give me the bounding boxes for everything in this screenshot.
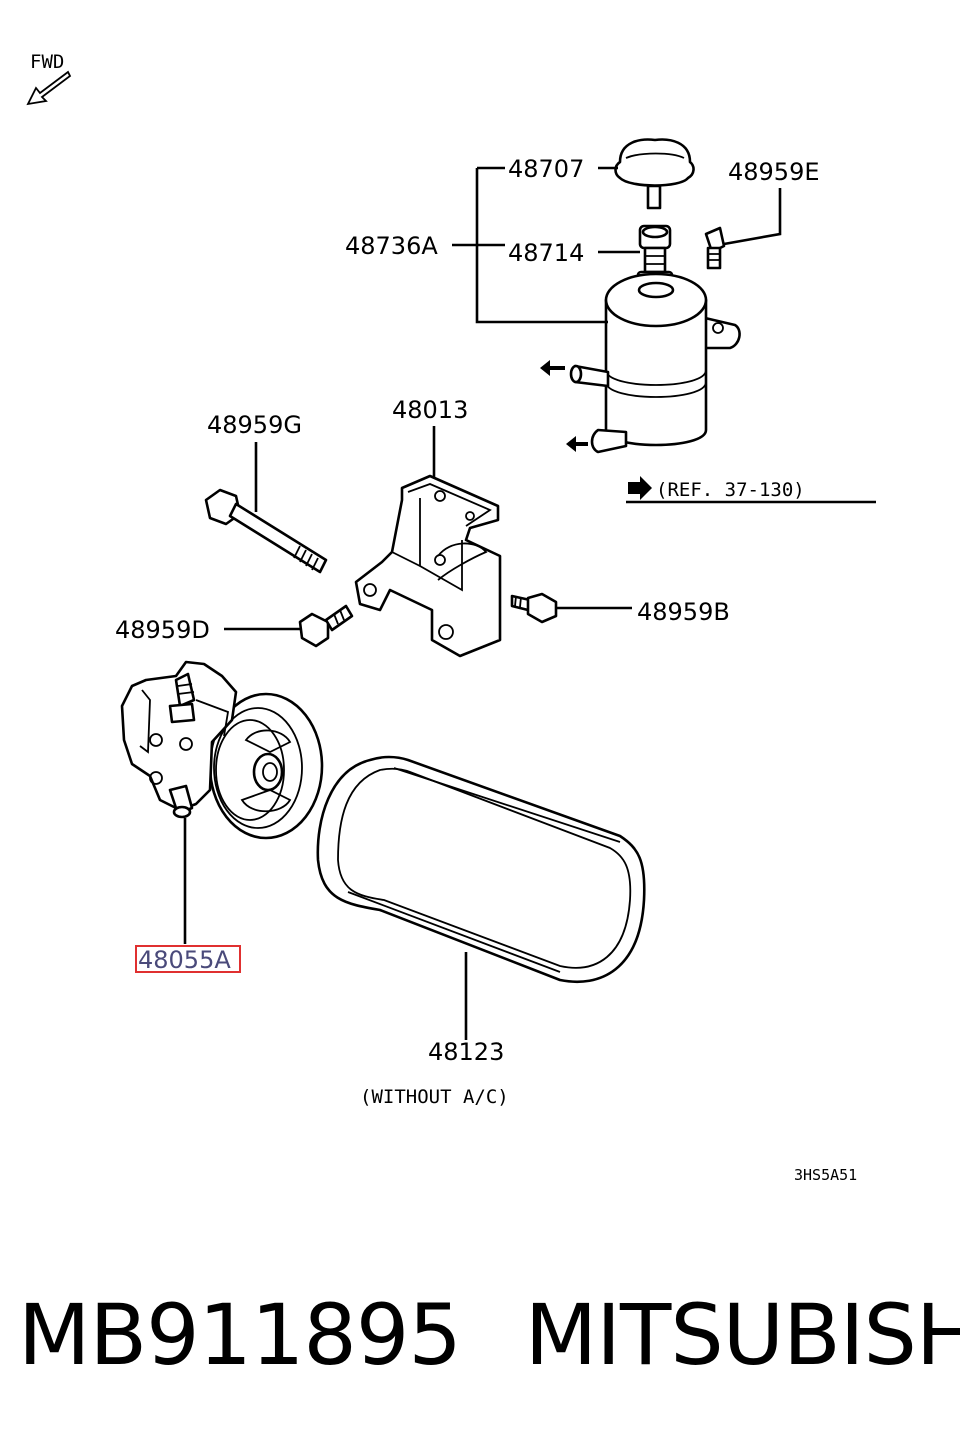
label-48055a: 48055A <box>138 946 231 974</box>
part-number: MB911895 <box>18 1286 462 1384</box>
bolt-48959g <box>204 488 328 574</box>
label-48959g: 48959G <box>207 411 302 439</box>
product-caption: MB911895 MITSUBISHI <box>18 1286 960 1384</box>
bolt-48959e <box>704 226 726 270</box>
highlight-box <box>135 945 241 973</box>
pump-bracket <box>354 474 502 658</box>
bolt-48959d <box>298 604 354 648</box>
reservoir-cap <box>614 138 695 210</box>
label-48959b: 48959B <box>637 598 730 626</box>
ref-arrow-icon <box>628 476 652 500</box>
leader-lines <box>183 166 876 1040</box>
power-steering-pump <box>120 660 324 840</box>
drawing-code: 3HS5A51 <box>794 1166 857 1184</box>
fwd-label: FWD <box>30 51 64 73</box>
brand-name: MITSUBISHI <box>524 1286 960 1384</box>
fwd-indicator: FWD <box>26 51 72 106</box>
reservoir-tank <box>540 272 741 454</box>
drive-belt <box>316 755 646 984</box>
label-48959d: 48959D <box>115 616 210 644</box>
label-48707: 48707 <box>508 155 584 183</box>
label-48013: 48013 <box>392 396 468 424</box>
label-48714: 48714 <box>508 239 584 267</box>
belt-note: (WITHOUT A/C) <box>360 1086 509 1108</box>
label-48123: 48123 <box>428 1038 504 1066</box>
fwd-arrow-icon <box>26 70 72 106</box>
label-48959e: 48959E <box>728 158 820 186</box>
label-48736a: 48736A <box>345 232 438 260</box>
reference-note: (REF. 37-130) <box>656 479 805 501</box>
bolt-48959b <box>510 592 558 624</box>
